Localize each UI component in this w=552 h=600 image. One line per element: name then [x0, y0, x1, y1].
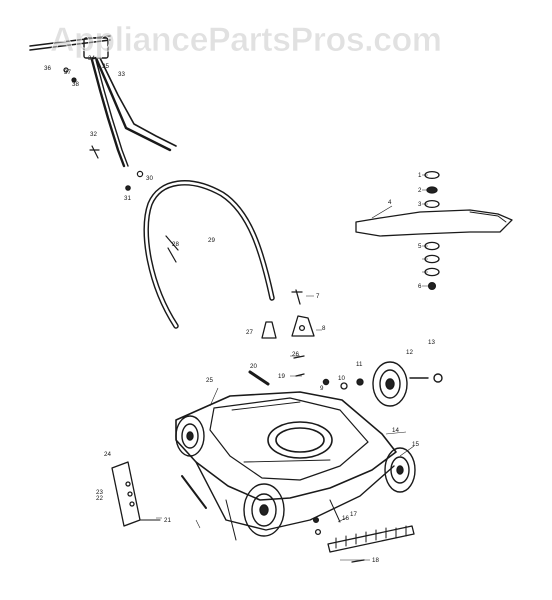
callout-labels: 1234567891011121314151617181920212223242…	[44, 55, 435, 564]
callout-28: 28	[172, 241, 179, 248]
callout-18: 18	[372, 557, 379, 564]
callout-20: 20	[250, 363, 257, 370]
callout-7: 7	[316, 293, 320, 300]
callout-33: 33	[118, 71, 125, 78]
callout-10: 10	[338, 375, 345, 382]
callout-36: 36	[44, 65, 51, 72]
callout-37: 37	[64, 69, 71, 76]
mower-deck	[175, 391, 397, 541]
callout-17: 17	[350, 511, 357, 518]
callout-29: 29	[208, 237, 215, 244]
callout-35: 35	[102, 63, 109, 70]
callout-27: 27	[246, 329, 253, 336]
callout-24: 24	[104, 451, 111, 458]
callout-30: 30	[146, 175, 153, 182]
callout-16: 16	[342, 515, 349, 522]
callout-5: 5	[418, 243, 422, 250]
callout-22: 22	[96, 495, 103, 502]
callout-2: 2	[418, 187, 422, 194]
baffle-shield	[312, 516, 415, 563]
callout-34: 34	[88, 55, 95, 62]
handle-hardware	[63, 67, 144, 191]
callout-1: 1	[418, 172, 422, 179]
callout-11: 11	[356, 361, 363, 368]
callout-13: 13	[428, 339, 435, 346]
callout-3: 3	[418, 201, 422, 208]
lower-handle	[143, 180, 275, 329]
blade-assembly	[355, 170, 513, 291]
callout-21: 21	[164, 517, 171, 524]
watermark-text: AppliancePartsPros.com	[50, 21, 441, 59]
callout-19: 19	[278, 373, 285, 380]
wheel-right-lower	[384, 447, 416, 493]
callout-25: 25	[206, 377, 213, 384]
callout-14: 14	[392, 427, 399, 434]
leader-lines	[156, 174, 428, 561]
wheel-rear-left	[243, 483, 285, 537]
callout-4: 4	[388, 199, 392, 206]
side-plate	[111, 461, 207, 527]
upper-handle	[29, 35, 177, 168]
callout-12: 12	[406, 349, 413, 356]
wheel-front-left	[175, 415, 205, 457]
callout-15: 15	[412, 441, 419, 448]
wheel-rear-right	[372, 361, 443, 407]
callout-23: 23	[96, 489, 103, 496]
callout-6: 6	[418, 283, 422, 290]
callout-32: 32	[90, 131, 97, 138]
bracket-hardware	[248, 289, 364, 390]
callout-8: 8	[322, 325, 326, 332]
callout-31: 31	[124, 195, 131, 202]
callout-9: 9	[320, 385, 324, 392]
callout-26: 26	[292, 351, 299, 358]
callout-38: 38	[72, 81, 79, 88]
